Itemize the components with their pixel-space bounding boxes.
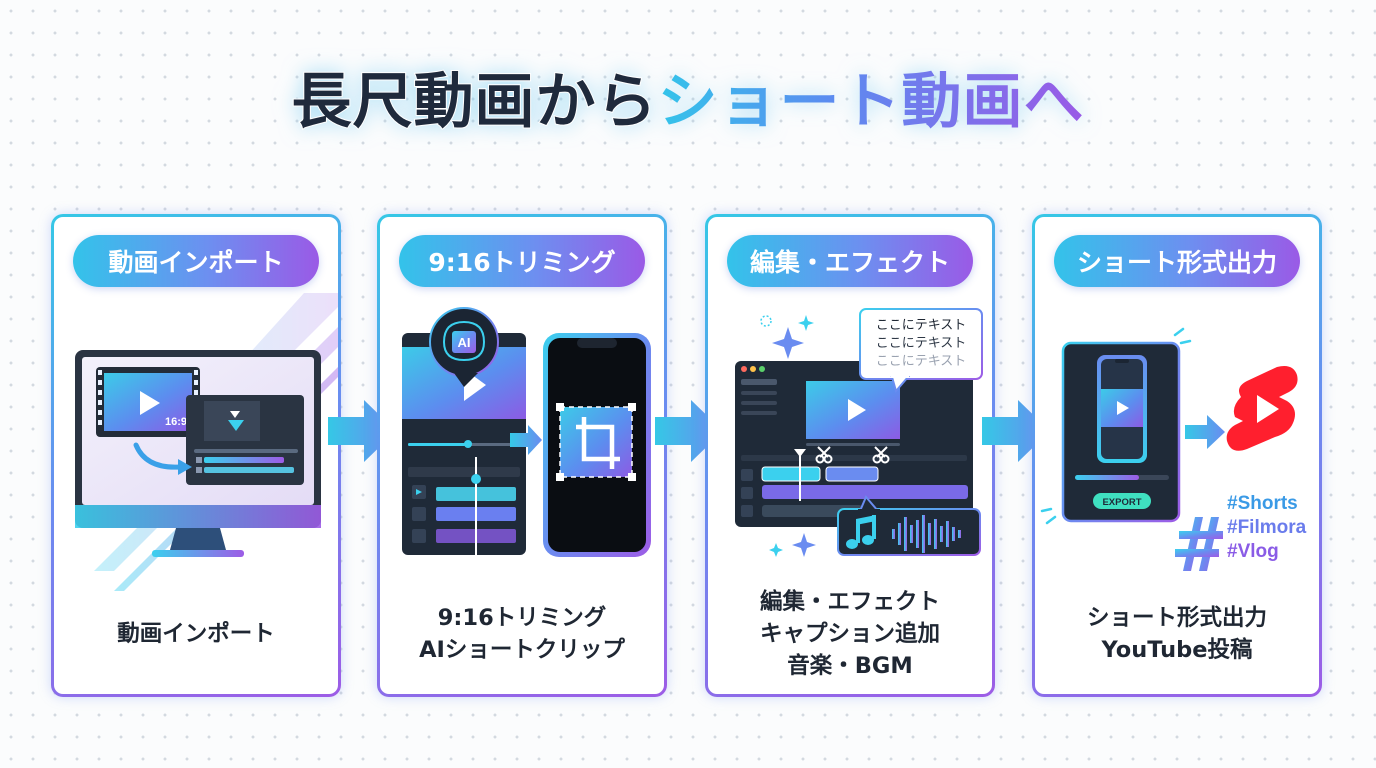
step-caption-trim: 9:16トリミング AIショートクリップ — [380, 602, 664, 666]
step-pill-trim: 9:16トリミング — [399, 235, 645, 287]
hashtag-line: #Vlog — [1227, 541, 1279, 562]
music-note-icon — [846, 515, 876, 549]
step-card-edit: 編集・エフェクト — [705, 214, 995, 697]
filmora-logo-icon — [228, 411, 244, 431]
title-part-gradient: ショート動画へ — [658, 53, 1085, 140]
caption-line: ショート形式出力 — [1086, 605, 1267, 631]
play-icon — [140, 391, 160, 415]
export-illustration: EXPORT #Shorts #Filmora #Vlog — [1040, 327, 1307, 571]
export-button — [1093, 493, 1151, 509]
caption-line: キャプション追加 — [759, 621, 940, 647]
play-icon — [848, 399, 866, 421]
hashtag-icon — [1175, 517, 1223, 571]
flow-arrow-1 — [328, 400, 396, 462]
ai-brain-icon — [429, 307, 499, 387]
caption-line: YouTube投稿 — [1101, 637, 1253, 663]
hashtag-line: #Shorts — [1227, 493, 1298, 514]
caption-line: 編集・エフェクト — [759, 589, 940, 615]
play-icon — [1117, 401, 1129, 415]
flow-arrow-2 — [655, 400, 723, 462]
step-pill-import: 動画インポート — [73, 235, 319, 287]
bubble-text-line: ここにテキスト — [876, 318, 967, 333]
import-illustration: 16:9 — [75, 293, 338, 591]
step-caption-export: ショート形式出力 YouTube投稿 — [1035, 602, 1319, 666]
title-part-dark: 長尺動画から — [291, 66, 658, 138]
crop-icon — [556, 403, 636, 481]
bubble-text-line: ここにテキスト — [876, 354, 967, 369]
scissors-icon — [815, 446, 890, 464]
step-card-import: 動画インポート 16:9 — [51, 214, 341, 697]
aspect-ratio-label: 16:9 — [165, 416, 187, 428]
video-clip-thumbnail — [96, 367, 200, 437]
ai-badge-label: AI — [458, 335, 471, 350]
flow-arrow-3 — [982, 400, 1050, 462]
caption-line: 9:16トリミング — [437, 605, 607, 631]
edit-illustration: ここにテキスト ここにテキスト ここにテキスト — [735, 308, 983, 557]
caption-line: 動画インポート — [117, 621, 275, 647]
page-title: 長尺動画からショート動画へ — [0, 56, 1376, 138]
step-pill-export: ショート形式出力 — [1054, 235, 1300, 287]
step-pill-edit: 編集・エフェクト — [727, 235, 973, 287]
step-card-trim: 9:16トリミング AI — [377, 214, 667, 697]
step-caption-edit: 編集・エフェクト キャプション追加 音楽・BGM — [708, 586, 992, 682]
export-button-label: EXPORT — [1102, 497, 1141, 508]
caption-line: AIショートクリップ — [419, 637, 625, 663]
caption-line: 音楽・BGM — [787, 653, 913, 679]
text-bubble — [859, 308, 983, 380]
youtube-shorts-icon — [1226, 366, 1298, 451]
hashtag-line: #Filmora — [1227, 517, 1307, 538]
bubble-text-line: ここにテキスト — [876, 336, 967, 351]
step-card-export: ショート形式出力 EXPORT #Shorts — [1032, 214, 1322, 697]
trim-illustration: AI — [402, 307, 651, 557]
step-caption-import: 動画インポート — [54, 618, 338, 650]
